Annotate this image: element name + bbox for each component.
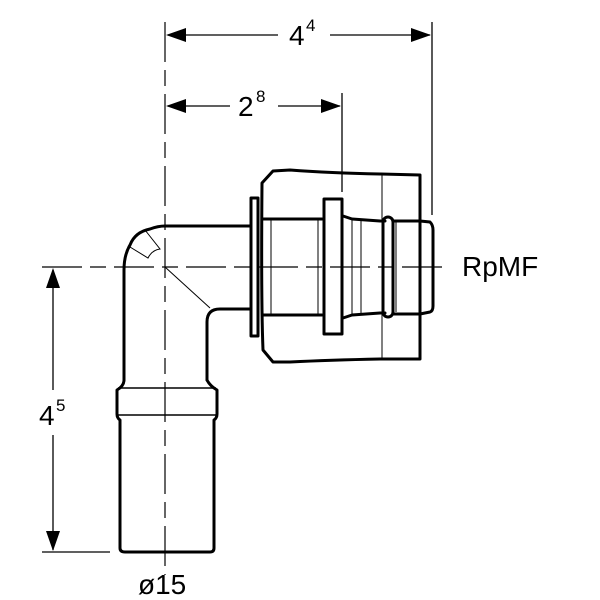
dimension-height: 4 5 (39, 268, 65, 551)
arrow-down (46, 531, 60, 551)
arrow-left (166, 99, 186, 113)
arrow-right (321, 99, 341, 113)
elbow-body (115, 224, 252, 554)
arrow-up (46, 268, 60, 288)
dim-label-sup: 4 (306, 16, 315, 35)
arrow-left (166, 28, 186, 42)
dimension-nut-offset: 2 8 (166, 87, 341, 122)
dim-label-sup: 8 (256, 87, 265, 106)
arrow-right (411, 28, 431, 42)
dim-label-base: 4 (39, 400, 55, 431)
flange (249, 196, 260, 338)
union-nut (260, 168, 435, 364)
dimension-overall-length: 4 4 (166, 16, 431, 51)
thread-label: RpMF (462, 251, 538, 282)
diameter-label: ø15 (138, 569, 186, 600)
dim-label-base: 2 (238, 91, 254, 122)
dim-label-base: 4 (289, 20, 305, 51)
dim-label-sup: 5 (56, 396, 65, 415)
